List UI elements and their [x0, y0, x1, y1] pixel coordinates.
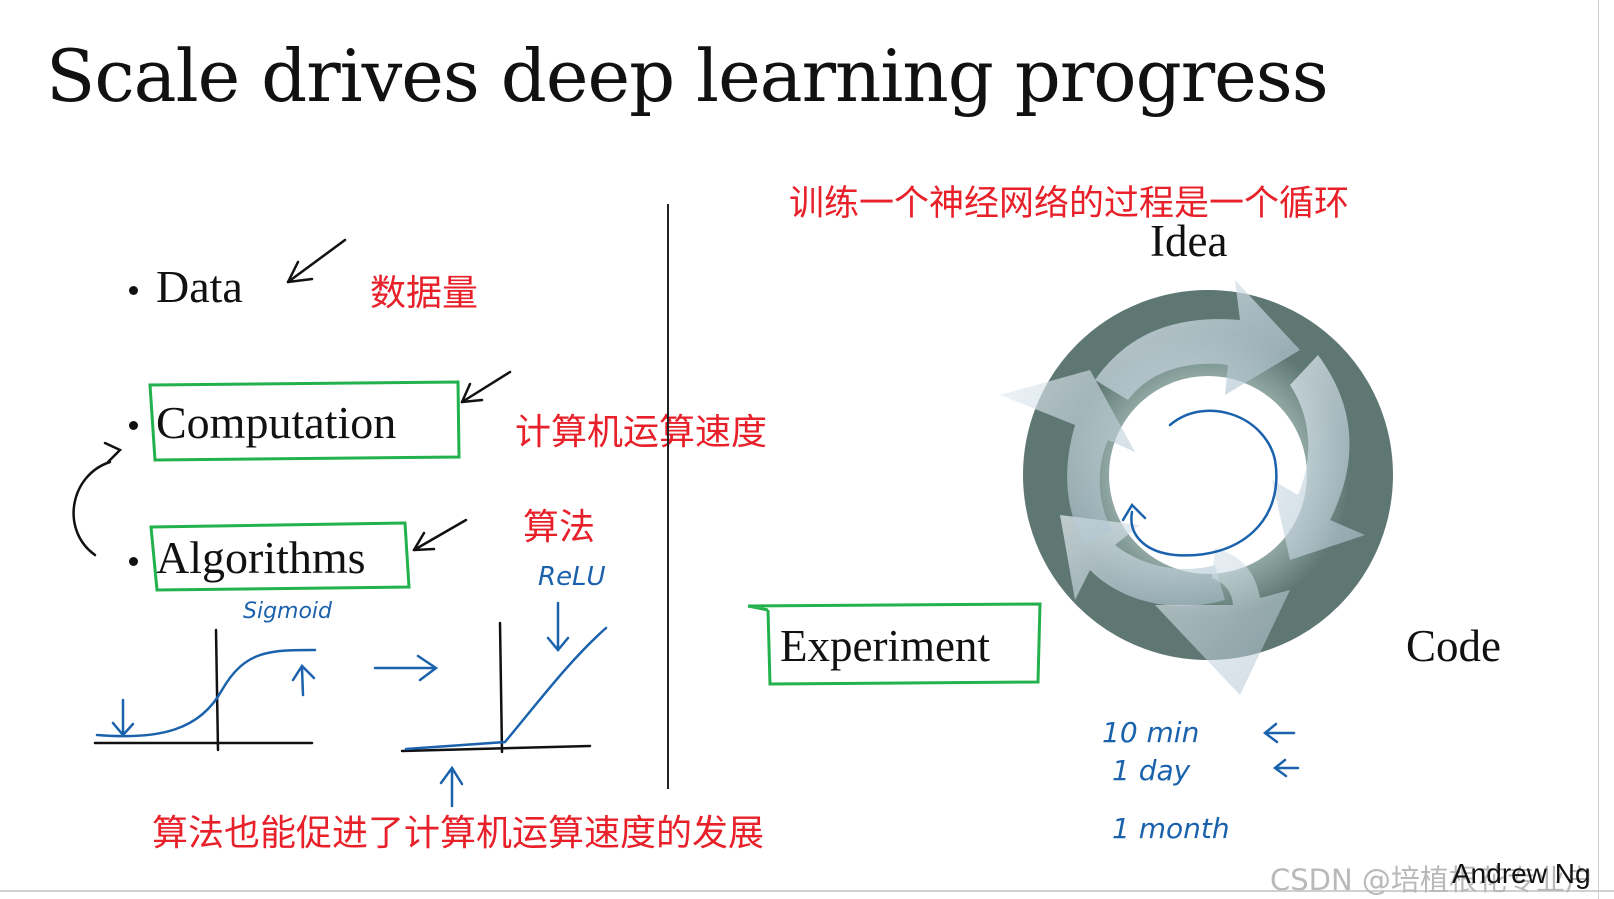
- handwriting-10min: 10 min: [1102, 716, 1199, 749]
- activation-sketches: [95, 603, 606, 806]
- handwriting-relu: ReLU: [538, 562, 606, 592]
- arrow-icon: [74, 240, 510, 555]
- highlight-algorithms: [151, 523, 409, 590]
- handwriting-1month: 1 month: [1112, 812, 1230, 845]
- highlight-computation: [150, 382, 459, 460]
- arrow-icon: [1265, 724, 1298, 776]
- pen-loop: [1123, 411, 1276, 556]
- highlight-experiment: [748, 604, 1040, 684]
- handwriting-sigmoid: Sigmoid: [243, 599, 333, 624]
- cycle-arrows-icon: [1000, 280, 1365, 695]
- author-name: Andrew Ng: [1452, 858, 1591, 890]
- handwriting-1day: 1 day: [1112, 754, 1191, 787]
